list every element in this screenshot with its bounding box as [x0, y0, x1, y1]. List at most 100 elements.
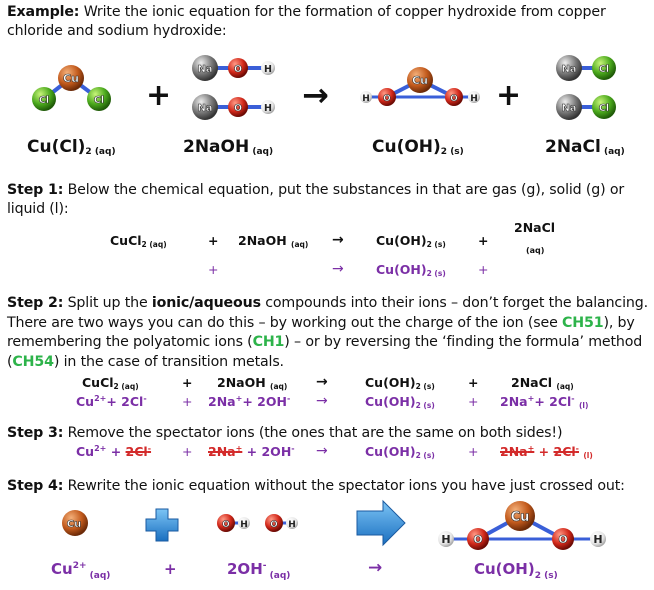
o-atom-label: O [234, 64, 242, 75]
example-text: Write the ionic equation for the formati… [7, 4, 606, 39]
o-atom-label: O [234, 103, 242, 114]
na-atom-label: Na [561, 64, 576, 75]
plus-icon [145, 508, 179, 542]
sodium-hydroxide-molecule: Na O H [192, 94, 275, 120]
o-atom-label: O [222, 520, 230, 530]
step3-sodium-chloride-ions: 2Na+ + 2Cl- (l) [500, 444, 593, 461]
cl-atom-label: Cl [599, 103, 609, 114]
step2-p1: Cu(OH)2 (s) [365, 375, 435, 391]
h-atom-label: H [441, 533, 450, 546]
step1-r1: CuCl2 (aq) [110, 233, 167, 249]
step3-paragraph: Step 3: Remove the spectator ions (the o… [7, 424, 647, 443]
o-atom-label: O [558, 533, 567, 546]
h-atom-label: H [470, 94, 478, 104]
cu-atom-label: Cu [67, 519, 81, 530]
step2-paragraph: Step 2: Split up the ionic/aqueous compo… [7, 295, 648, 370]
step3-sodium-hydroxide-ions: 2Na+ + 2OH- [208, 444, 295, 460]
o-atom-label: O [383, 94, 391, 104]
step2-arrow: → [316, 374, 328, 390]
o-atom-label: O [473, 533, 482, 546]
step2-row2-p1: Cu(OH)2 (s) [365, 394, 435, 410]
step3-copper-chloride-ions: Cu2+ + 2Cl- [76, 444, 152, 460]
cu-atom-label: Cu [63, 72, 79, 85]
bottom-hydroxide-ions: 2OH- (aq) [227, 560, 291, 581]
example-paragraph: Example: Write the ionic equation for th… [7, 3, 647, 41]
copper-chloride-molecule: Cu Cl Cl [32, 65, 111, 111]
sodium-hydroxide-molecule: Na O H [192, 55, 275, 81]
crossed-out-spectator-ion: 2Na+ [208, 444, 243, 460]
step2-ions-sodium-hydroxide: 2Na++ 2OH- [208, 394, 291, 410]
step2-ions-copper-chloride: Cu2++ 2Cl- [76, 394, 147, 410]
step2-row2-plus: + [468, 394, 479, 409]
ionic-equation-illustration: Cu O H O H H O Cu O H [62, 499, 606, 550]
cu-atom-label: Cu [511, 510, 530, 525]
step3-label: Step 3: [7, 425, 64, 441]
step1-p2: 2NaCl [514, 220, 556, 235]
step2-row2-plus: + [182, 394, 193, 409]
step1-row2-arrow: → [332, 261, 344, 277]
sodium-chloride-molecule: Na Cl [556, 94, 616, 120]
h-atom-label: H [264, 64, 272, 75]
step1-p1: Cu(OH)2 (s) [376, 233, 446, 249]
step2-label: Step 2: [7, 295, 64, 311]
copper-ion: Cu [62, 510, 88, 536]
reaction-arrow: → [302, 76, 329, 114]
step3-copper-hydroxide: Cu(OH)2 (s) [365, 444, 435, 460]
step2-r1: CuCl2 (aq) [82, 375, 139, 391]
bottom-copper-hydroxide: Cu(OH)2 (s) [474, 560, 558, 581]
step2-plus: + [468, 375, 479, 390]
reference-ch51[interactable]: CH51 [562, 314, 604, 331]
crossed-out-spectator-ion: 2Na+ [500, 444, 535, 460]
step1-arrow: → [332, 232, 344, 248]
reaction-molecules-illustration: Cu Cl Cl Na O H Na O H H O Cu O H [32, 55, 616, 120]
step3-plus: + [468, 444, 479, 459]
step1-row2-p1: Cu(OH)2 (s) [376, 262, 446, 278]
h-atom-label: H [240, 520, 248, 530]
na-atom-label: Na [561, 103, 576, 114]
copper-hydroxide-molecule: H O Cu O H [438, 501, 606, 550]
o-atom-label: O [450, 94, 458, 104]
cl-atom-label: Cl [39, 95, 49, 106]
step3-text: Remove the spectator ions (the ones that… [63, 425, 563, 441]
step1-plus: + [478, 233, 489, 248]
reference-ch54[interactable]: CH54 [12, 353, 54, 370]
plus-symbol: + [496, 78, 522, 113]
formula-copper-chloride: Cu(Cl)2 (aq) [27, 137, 116, 157]
cu-atom-label: Cu [412, 74, 428, 87]
step4-label: Step 4: [7, 478, 64, 494]
hydroxide-ions: O H O H [217, 514, 298, 532]
step1-paragraph: Step 1: Below the chemical equation, put… [7, 181, 647, 219]
h-atom-label: H [288, 520, 296, 530]
step3-plus: + [182, 444, 193, 459]
copper-hydroxide-molecule: H O Cu O H [360, 67, 480, 106]
step2-row2-arrow: → [316, 393, 328, 409]
step3-arrow: → [316, 443, 328, 459]
o-atom-label: O [270, 520, 278, 530]
h-atom-label: H [362, 94, 370, 104]
arrow-right-icon [356, 499, 406, 547]
formula-sodium-chloride: 2NaCl (aq) [545, 137, 625, 157]
step1-p2-state: (aq) [526, 246, 545, 255]
h-atom-label: H [593, 533, 602, 546]
crossed-out-spectator-ion: 2Cl- [125, 444, 152, 460]
plus-symbol: + [146, 78, 172, 113]
cl-atom-label: Cl [94, 95, 104, 106]
step2-plus: + [182, 375, 193, 390]
step4-paragraph: Step 4: Rewrite the ionic equation witho… [7, 477, 653, 496]
step2-p2: 2NaCl (aq) [511, 375, 574, 391]
crossed-out-spectator-ion: 2Cl- [553, 444, 579, 460]
step1-row2-plus: + [478, 262, 489, 277]
step1-r2: 2NaOH (aq) [238, 233, 309, 249]
formula-copper-hydroxide: Cu(OH)2 (s) [372, 137, 464, 157]
bottom-plus: + [164, 560, 177, 578]
step1-row2-plus: + [208, 262, 219, 277]
reference-ch1[interactable]: CH1 [252, 334, 285, 350]
h-atom-label: H [264, 103, 272, 114]
bottom-arrow: → [368, 558, 383, 578]
na-atom-label: Na [197, 103, 212, 114]
step2-ions-sodium-chloride: 2Na++ 2Cl- (l) [500, 394, 589, 411]
bottom-copper-ion: Cu2+ (aq) [51, 560, 111, 581]
step2-r2: 2NaOH (aq) [217, 375, 288, 391]
example-label: Example: [7, 4, 80, 20]
step1-plus: + [208, 233, 219, 248]
